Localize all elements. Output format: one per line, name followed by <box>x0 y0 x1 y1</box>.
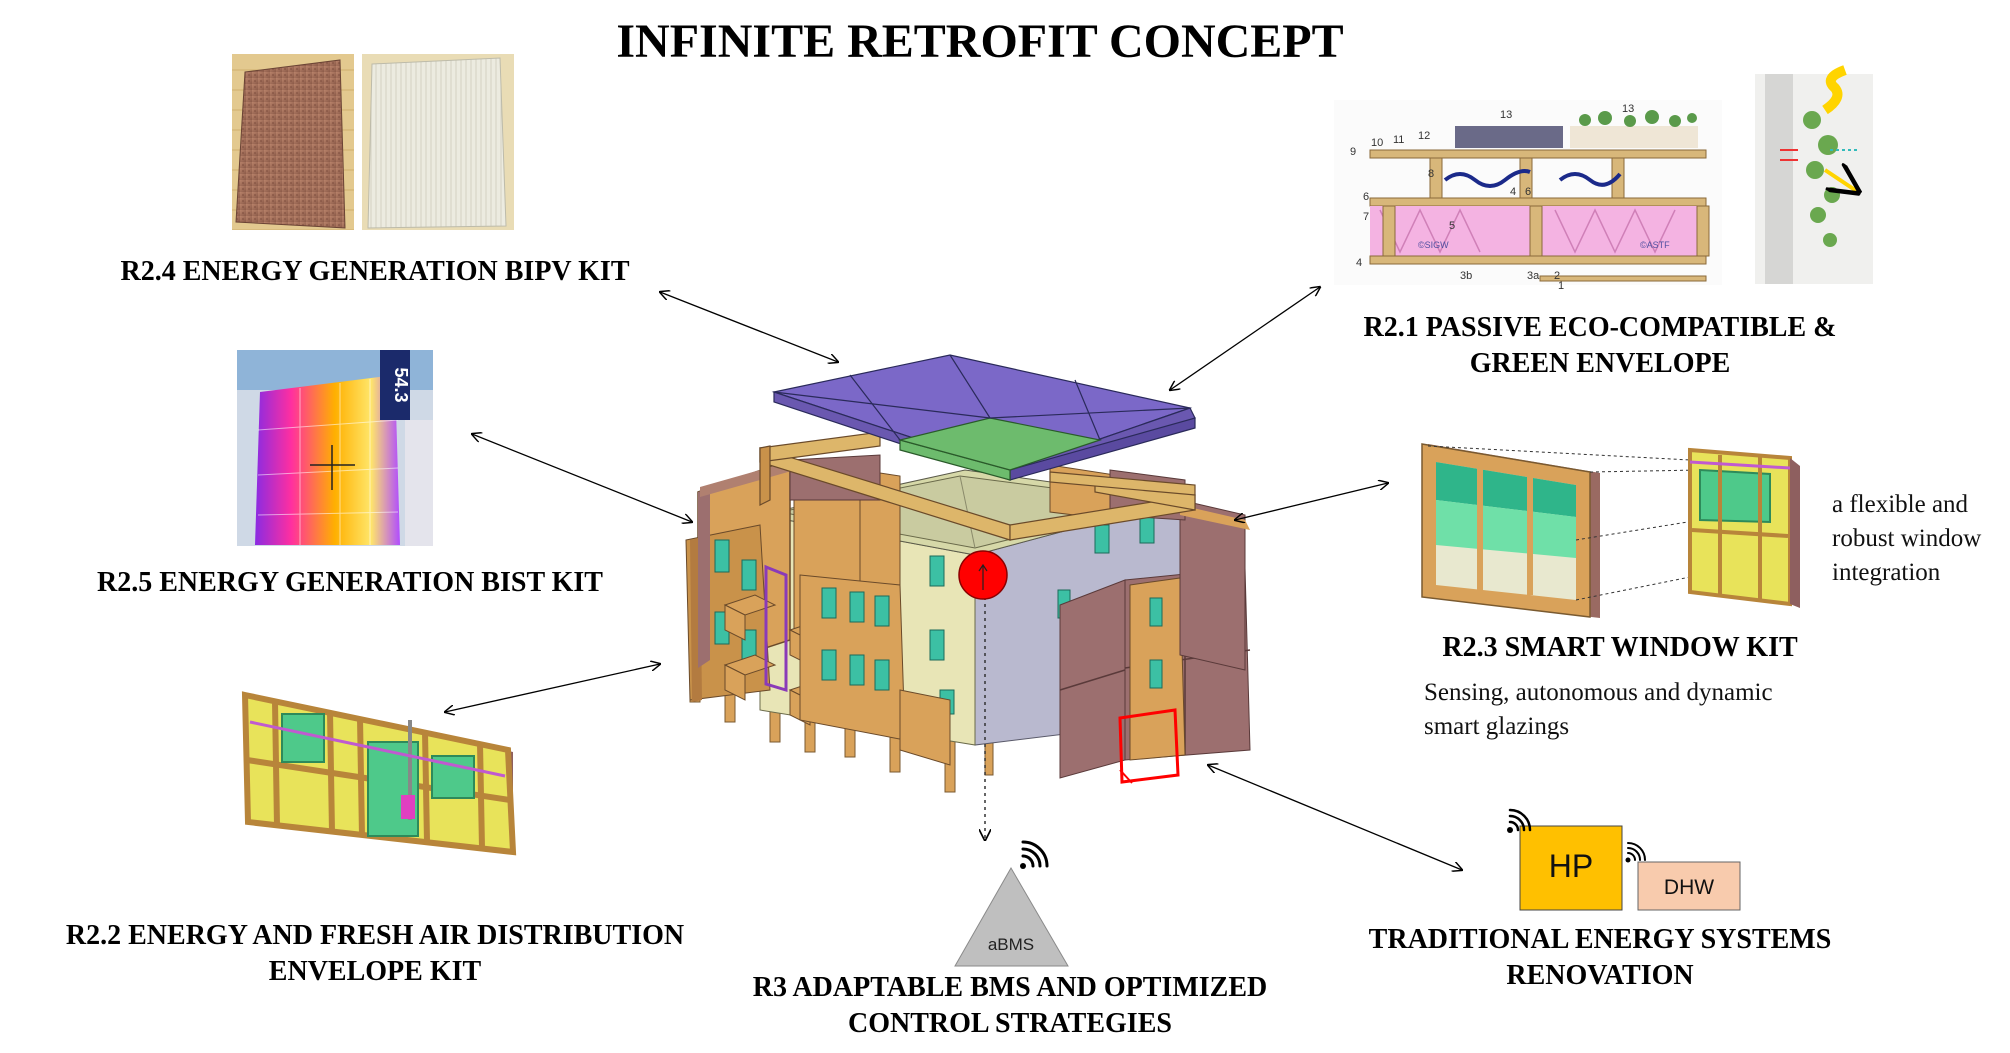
building-model <box>685 354 1251 840</box>
envelope-number: 13 <box>1500 109 1512 121</box>
hp-label: HP <box>1549 848 1593 884</box>
note-window-line1: a flexible and <box>1832 491 1969 518</box>
label-r24-bipv: R2.4 ENERGY GENERATION BIPV KIT <box>120 256 630 287</box>
label-r22-line2: ENVELOPE KIT <box>268 956 482 988</box>
label-r22-line1: R2.2 ENERGY AND FRESH AIR DISTRIBUTION <box>65 920 685 951</box>
note-smart-glazings: Sensing, autonomous and dynamic smart gl… <box>1424 676 1884 744</box>
wifi-icon <box>1507 808 1532 833</box>
envelope-number: 6 <box>1363 191 1369 203</box>
label-r21-green-envelope: R2.1 PASSIVE ECO-COMPATIBLE & GREEN ENVE… <box>1320 310 1880 383</box>
insulation-mark-1: ©SIGW <box>1418 240 1449 250</box>
fresh-air-envelope-kit <box>241 691 517 856</box>
label-trad-line1: TRADITIONAL ENERGY SYSTEMS <box>1368 924 1832 955</box>
envelope-number: 4 <box>1356 257 1362 269</box>
envelope-number: 6 <box>1525 186 1531 198</box>
label-r23-smart-window: R2.3 SMART WINDOW KIT <box>1442 632 1798 663</box>
envelope-number: 10 <box>1371 137 1383 149</box>
envelope-number: 11 <box>1393 134 1404 146</box>
label-trad-line2: RENOVATION <box>1506 960 1694 992</box>
envelope-number: 8 <box>1428 168 1434 180</box>
label-r3-bms: R3 ADAPTABLE BMS AND OPTIMIZED CONTROL S… <box>700 970 1320 1043</box>
note-window-line3: integration <box>1832 558 1941 586</box>
label-r22-fresh-air: R2.2 ENERGY AND FRESH AIR DISTRIBUTION E… <box>10 918 740 991</box>
abms-label: aBMS <box>988 935 1034 954</box>
envelope-number: 3a <box>1527 270 1540 282</box>
label-traditional-systems: TRADITIONAL ENERGY SYSTEMS RENOVATION <box>1320 922 1880 995</box>
insulation-mark-2: ©ASTF <box>1640 240 1670 250</box>
envelope-number: 13 <box>1622 103 1634 115</box>
envelope-number: 4 <box>1510 186 1516 198</box>
envelope-number: 3b <box>1460 270 1472 282</box>
note-smart-line1: Sensing, autonomous and dynamic <box>1424 679 1773 706</box>
label-r21-line2: GREEN ENVELOPE <box>1469 348 1731 380</box>
dhw-label: DHW <box>1664 876 1714 899</box>
dhw-device: DHW <box>1637 861 1741 911</box>
envelope-number: 7 <box>1363 211 1369 223</box>
label-r25-bist: R2.5 ENERGY GENERATION BIST KIT <box>97 567 603 598</box>
label-r3-line2: CONTROL STRATEGIES <box>848 1008 1172 1040</box>
smart-window-kit <box>1421 443 1800 618</box>
page-title: INFINITE RETROFIT CONCEPT <box>616 15 1344 68</box>
envelope-number: 12 <box>1418 130 1430 142</box>
abms-device: aBMS <box>954 866 1069 967</box>
envelope-number: 2 <box>1554 270 1560 282</box>
note-window-line2: robust window <box>1832 524 1982 552</box>
bist-thermal-photo: 54.3 <box>237 350 433 546</box>
label-r3-line1: R3 ADAPTABLE BMS AND OPTIMIZED <box>752 972 1268 1003</box>
envelope-number: 1 <box>1558 280 1564 292</box>
thermo-readout: 54.3 <box>391 367 411 402</box>
label-r21-line1: R2.1 PASSIVE ECO-COMPATIBLE & <box>1363 312 1837 343</box>
wifi-icon <box>1625 842 1646 863</box>
envelope-number: 5 <box>1449 220 1455 232</box>
connector-arrows <box>445 287 1462 870</box>
note-smart-line2: smart glazings <box>1424 712 1570 740</box>
bipv-photos <box>232 54 514 230</box>
green-envelope-section: ©SIGW ©ASTF 1 2 3a 3b 4 5 6 7 8 9 10 11 … <box>1334 65 1873 292</box>
heat-pump-device: HP <box>1519 825 1623 911</box>
envelope-number: 9 <box>1350 146 1356 158</box>
wifi-icon <box>1020 840 1049 869</box>
note-window-integration: a flexible and robust window integration <box>1832 488 2002 589</box>
